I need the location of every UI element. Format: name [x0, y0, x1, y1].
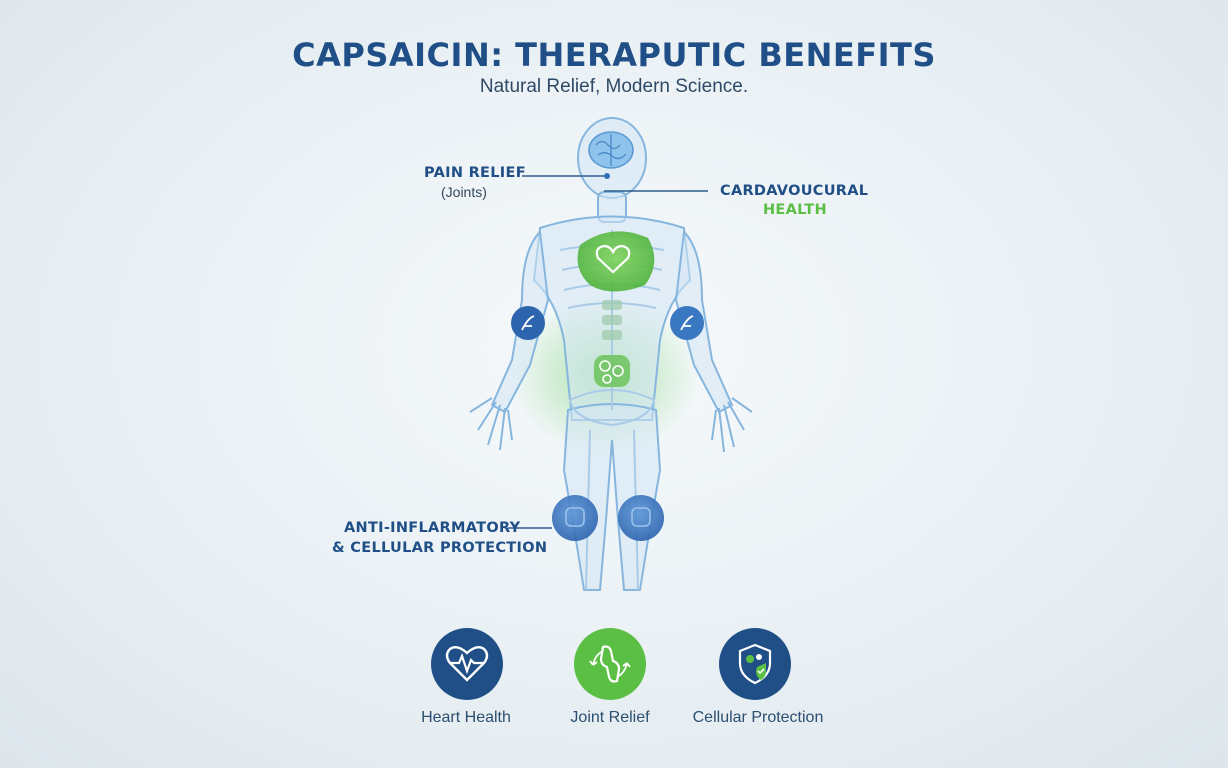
hands — [469, 397, 753, 453]
callout-anti-inflammatory-line2: & CELLULAR PROTECTION — [332, 540, 548, 556]
heart-pulse-icon — [445, 646, 489, 682]
joint-icon — [589, 645, 631, 683]
elbow-joint-right-icon — [670, 306, 704, 340]
cellular-protection-label: Cellular Protection — [692, 709, 824, 726]
heart-organ-icon — [577, 231, 655, 292]
knee-joint-left-icon — [552, 495, 598, 541]
knee-joint-right-icon — [618, 495, 664, 541]
cellular-protection-badge — [719, 628, 791, 700]
joint-relief-badge — [574, 628, 646, 700]
shield-cells-icon — [738, 643, 772, 685]
callout-pain-relief-sub: (Joints) — [441, 184, 487, 200]
callout-cardio-sub: HEALTH — [763, 202, 827, 218]
joint-relief-label: Joint Relief — [570, 709, 650, 726]
callout-cardio-title: CARDAVOUCURAL — [720, 183, 869, 199]
heart-health-badge — [431, 628, 503, 700]
callout-anti-inflammatory-line1: ANTI-INFLARMATORY — [344, 520, 521, 536]
brain-icon — [588, 131, 634, 179]
page-subtitle: Natural Relief, Modern Science. — [479, 76, 749, 97]
heart-health-label: Heart Health — [421, 709, 511, 726]
leader-lines — [508, 175, 708, 529]
spine — [602, 300, 622, 340]
gut-cells-icon — [594, 355, 630, 387]
elbow-joint-left-icon — [511, 306, 545, 340]
callout-pain-relief-title: PAIN RELIEF — [424, 165, 526, 181]
page-title: CAPSAICIN: THERAPUTIC BENEFITS — [292, 36, 936, 74]
